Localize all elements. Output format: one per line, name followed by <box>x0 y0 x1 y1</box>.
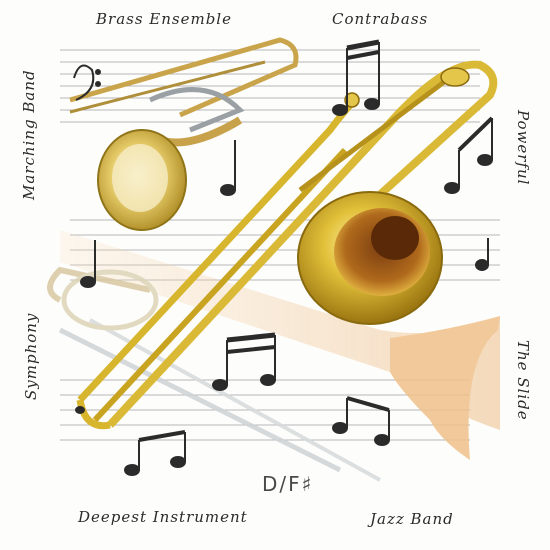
label-symphony: Symphony <box>22 312 40 400</box>
label-powerful: Powerful <box>514 110 532 186</box>
pale-trombone <box>47 230 500 482</box>
label-deepest-instrument: Deepest Instrument <box>78 508 248 526</box>
gold-trombone <box>76 60 498 430</box>
label-marching-band: Marching Band <box>20 69 38 200</box>
label-brass-ensemble: Brass Ensemble <box>96 10 232 28</box>
label-jazz-band: Jazz Band <box>370 510 454 528</box>
label-contrabass: Contrabass <box>332 10 429 28</box>
chord-symbol: D/F♯ <box>262 472 314 496</box>
music-notes <box>73 39 494 476</box>
label-the-slide: The Slide <box>514 340 532 421</box>
small-trombone <box>69 37 299 231</box>
